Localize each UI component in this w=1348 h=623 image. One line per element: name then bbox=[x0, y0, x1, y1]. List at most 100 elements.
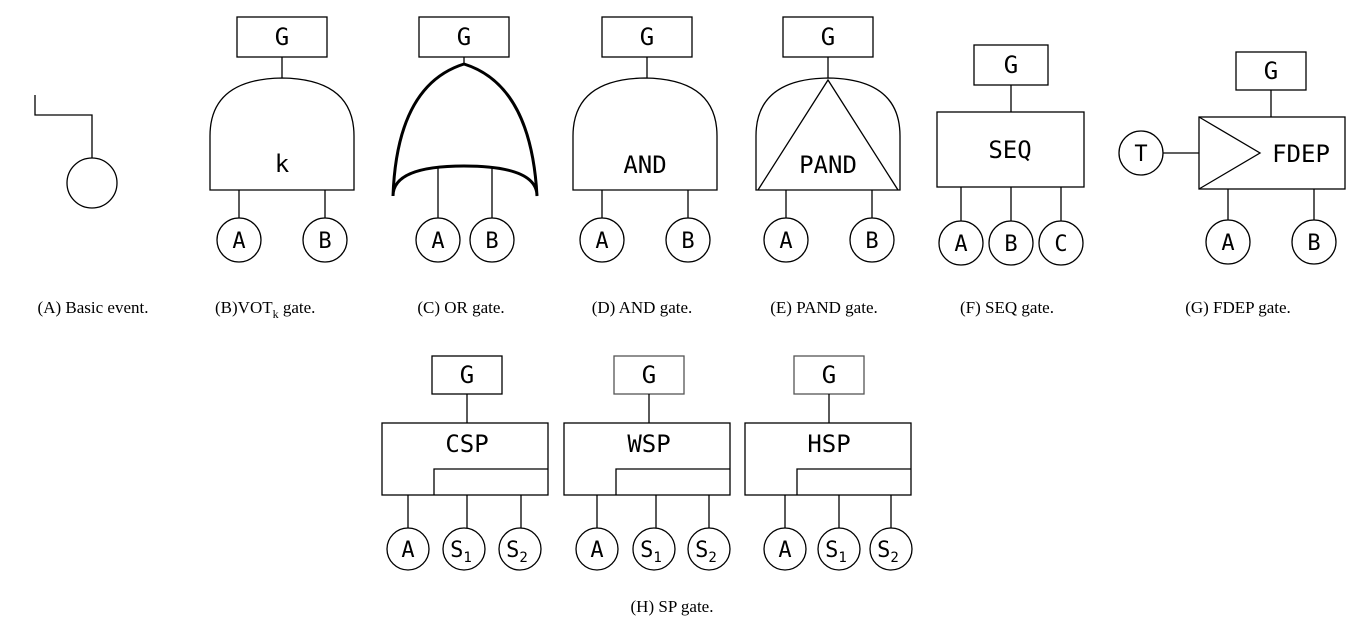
hsp-primary-label: A bbox=[778, 538, 791, 563]
or-input-a-label: A bbox=[431, 229, 444, 254]
caption-vot-suffix: gate. bbox=[279, 298, 316, 317]
csp-spare-2 bbox=[498, 527, 542, 571]
hsp-spare-1-label: S1 bbox=[825, 538, 847, 566]
wsp-spare-1-letter: S bbox=[640, 538, 653, 563]
hsp-spare-2-letter: S bbox=[877, 538, 890, 563]
and-input-a-label: A bbox=[595, 229, 608, 254]
wsp-spare-2 bbox=[687, 527, 731, 571]
wsp-primary-input bbox=[575, 527, 619, 571]
hsp-top-event-label: G bbox=[822, 361, 836, 389]
csp-primary-label: A bbox=[401, 538, 414, 563]
wsp-spare-1-subscript: 1 bbox=[653, 550, 661, 566]
wsp-spare-2-label: S2 bbox=[695, 538, 717, 566]
pand-input-b bbox=[849, 217, 895, 263]
seq-gate-box bbox=[936, 111, 1085, 188]
pand-top-event-box bbox=[782, 16, 874, 58]
vot-input-a-label: A bbox=[232, 229, 245, 254]
vot-top-event-box bbox=[236, 16, 328, 58]
csp-spare-bracket bbox=[433, 468, 548, 495]
wsp-spare-2-letter: S bbox=[695, 538, 708, 563]
pand-input-a bbox=[763, 217, 809, 263]
seq-gate-symbol: SEQ bbox=[988, 136, 1031, 164]
hsp-gate-box bbox=[744, 422, 912, 496]
pand-top-event-label: G bbox=[821, 23, 835, 51]
csp-spare-1 bbox=[442, 527, 486, 571]
and-input-b bbox=[665, 217, 711, 263]
hsp-spare-2-label: S2 bbox=[877, 538, 899, 566]
fdep-trigger-event bbox=[1118, 130, 1164, 176]
fdep-gate-box bbox=[1198, 116, 1346, 190]
pand-gate-symbol: PAND bbox=[799, 151, 857, 179]
csp-spare-1-letter: S bbox=[450, 538, 463, 563]
caption-vot-prefix: (B)VOT bbox=[215, 298, 273, 317]
fdep-gate: G FDEP T A B bbox=[1118, 51, 1346, 265]
sp-gate-hsp: G HSP A S1 S2 bbox=[744, 355, 913, 571]
basic-event-symbol bbox=[34, 95, 118, 209]
hsp-spare-2 bbox=[869, 527, 913, 571]
or-input-a bbox=[415, 217, 461, 263]
wsp-spare-1 bbox=[632, 527, 676, 571]
and-top-event-label: G bbox=[640, 23, 654, 51]
hsp-primary-input bbox=[763, 527, 807, 571]
csp-spare-2-letter: S bbox=[506, 538, 519, 563]
csp-top-event-label: G bbox=[460, 361, 474, 389]
caption-vot-subscript: k bbox=[273, 307, 279, 321]
csp-gate-box bbox=[381, 422, 549, 496]
hsp-spare-bracket bbox=[796, 468, 911, 495]
pand-priority-triangle bbox=[757, 78, 899, 191]
vot-input-b-label: B bbox=[318, 229, 331, 254]
fdep-input-b bbox=[1291, 219, 1337, 265]
seq-input-b-label: B bbox=[1004, 232, 1017, 257]
or-input-b-label: B bbox=[485, 229, 498, 254]
seq-top-event-box bbox=[973, 44, 1049, 86]
csp-spare-1-label: S1 bbox=[450, 538, 472, 566]
csp-top-event-box bbox=[431, 355, 503, 395]
csp-spare-2-label: S2 bbox=[506, 538, 528, 566]
basic-event-connector bbox=[34, 95, 93, 160]
hsp-spare-1 bbox=[817, 527, 861, 571]
basic-event-circle bbox=[66, 157, 118, 209]
fdep-trigger-label: T bbox=[1134, 142, 1147, 167]
and-input-a bbox=[579, 217, 625, 263]
caption-basic-event: (A) Basic event. bbox=[38, 298, 149, 317]
wsp-spare-bracket bbox=[615, 468, 730, 495]
and-gate-shape bbox=[572, 77, 718, 191]
pand-gate-shape bbox=[755, 77, 901, 191]
seq-input-c-label: C bbox=[1054, 232, 1067, 257]
fdep-top-event-box bbox=[1235, 51, 1307, 91]
caption-pand-gate: (E) PAND gate. bbox=[770, 298, 878, 317]
or-gate-shape bbox=[391, 62, 539, 197]
wsp-spare-2-subscript: 2 bbox=[708, 550, 716, 566]
seq-top-event-label: G bbox=[1004, 51, 1018, 79]
hsp-spare-2-subscript: 2 bbox=[890, 550, 898, 566]
fdep-trigger-arrow bbox=[1198, 116, 1262, 190]
fdep-input-b-label: B bbox=[1307, 231, 1320, 256]
hsp-gate-symbol: HSP bbox=[807, 430, 850, 458]
wsp-primary-label: A bbox=[590, 538, 603, 563]
wsp-gate-box bbox=[563, 422, 731, 496]
sp-gate-csp: G CSP A S1 S2 bbox=[381, 355, 549, 571]
or-top-event-box bbox=[418, 16, 510, 58]
hsp-spare-1-letter: S bbox=[825, 538, 838, 563]
vot-input-b bbox=[302, 217, 348, 263]
caption-and-gate: (D) AND gate. bbox=[592, 298, 693, 317]
caption-fdep-gate: (G) FDEP gate. bbox=[1185, 298, 1291, 317]
or-gate: G A B bbox=[391, 16, 539, 263]
or-top-event-label: G bbox=[457, 23, 471, 51]
and-gate: G AND A B bbox=[572, 16, 718, 263]
and-input-b-label: B bbox=[681, 229, 694, 254]
caption-or-gate: (C) OR gate. bbox=[417, 298, 504, 317]
and-top-event-box bbox=[601, 16, 693, 58]
fdep-top-event-label: G bbox=[1264, 57, 1278, 85]
wsp-top-event-label: G bbox=[642, 361, 656, 389]
vot-gate-shape bbox=[209, 77, 355, 191]
seq-input-c bbox=[1038, 220, 1084, 266]
or-input-b bbox=[469, 217, 515, 263]
seq-gate: G SEQ A B C bbox=[936, 44, 1085, 266]
wsp-spare-1-label: S1 bbox=[640, 538, 662, 566]
seq-input-a bbox=[938, 220, 984, 266]
fdep-input-a-label: A bbox=[1221, 231, 1234, 256]
wsp-gate-symbol: WSP bbox=[627, 430, 670, 458]
caption-sp-gate: (H) SP gate. bbox=[631, 597, 714, 616]
